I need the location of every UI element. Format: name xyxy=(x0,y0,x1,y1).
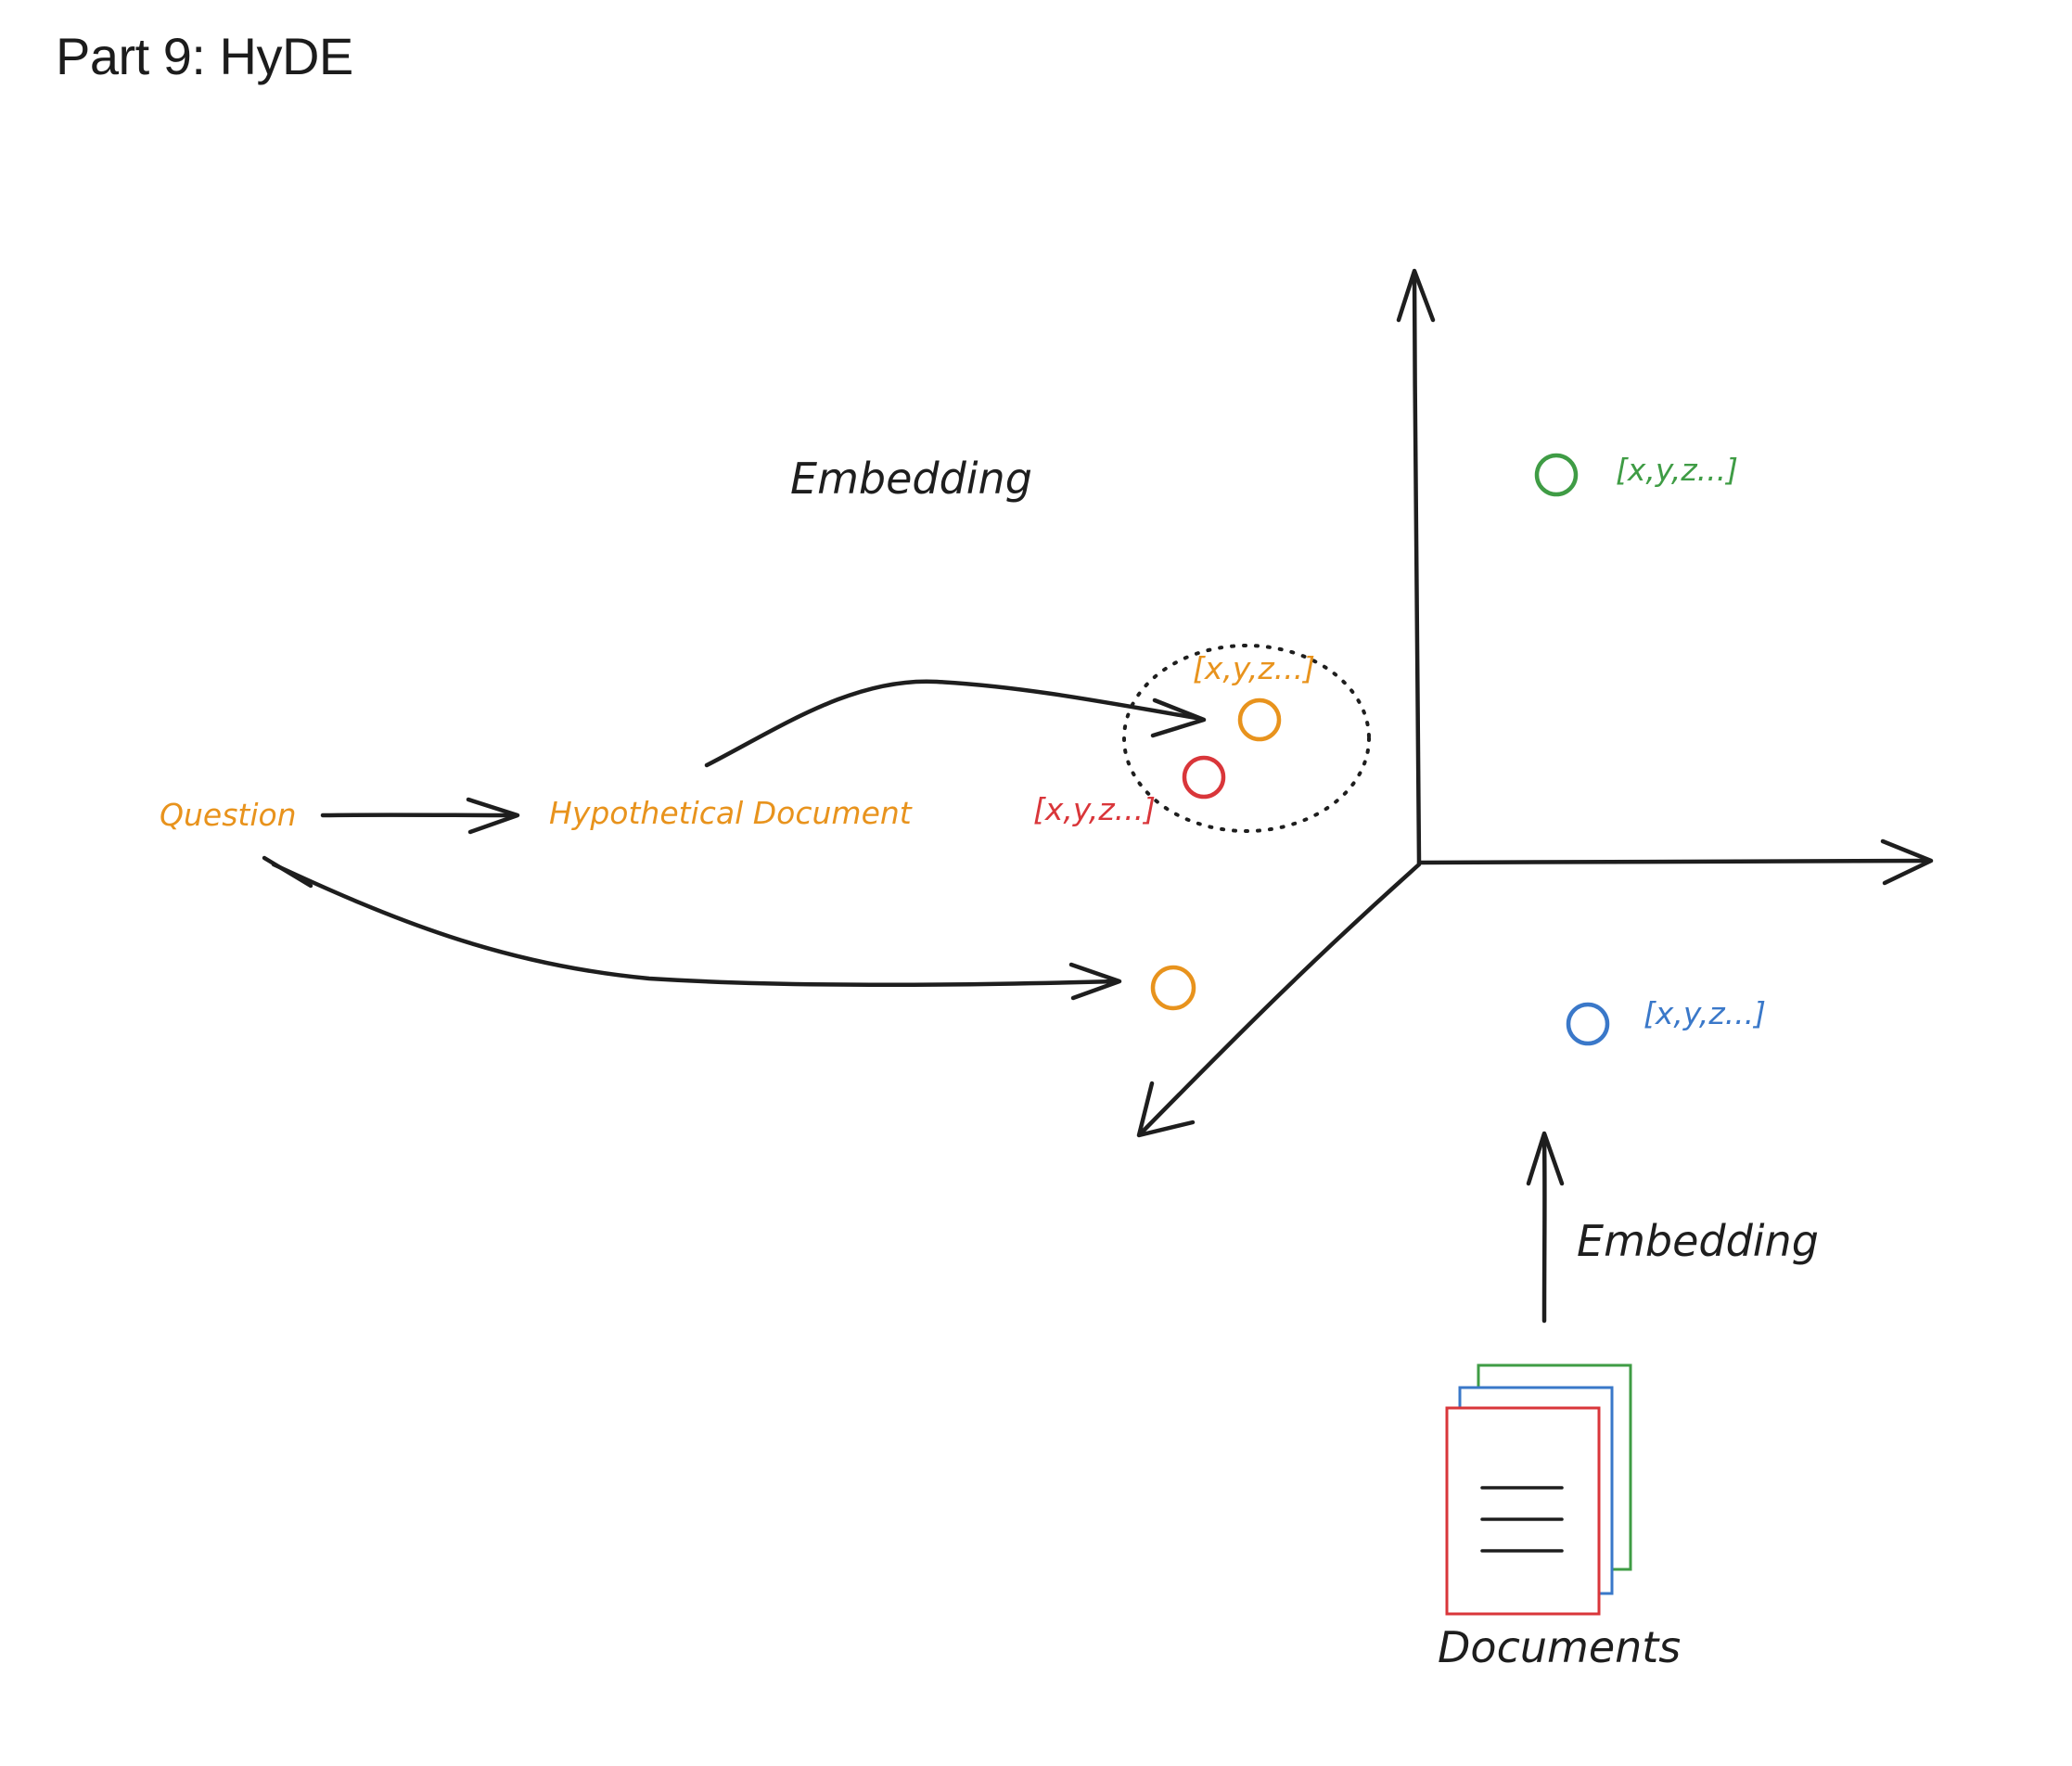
hypothetical-to-embedding-arrowhead xyxy=(1150,697,1207,738)
documents-label: Documents xyxy=(1438,1622,1681,1672)
z-axis-arrowhead xyxy=(1136,1081,1196,1138)
z-axis xyxy=(1138,862,1422,1136)
hypothetical-to-embedding-arrow xyxy=(704,679,1204,768)
hypothetical-document-label: Hypothetical Document xyxy=(549,795,913,831)
green-point xyxy=(1534,453,1579,497)
embedding-label-bottom: Embedding xyxy=(1577,1216,1819,1266)
documents-stack-icon xyxy=(1445,1363,1632,1616)
question-label: Question xyxy=(160,797,297,833)
question-direct-arrow xyxy=(271,862,1120,987)
x-axis-arrowhead xyxy=(1880,838,1934,886)
question-direct-arrow-tick xyxy=(262,855,313,889)
question-to-hypothetical-arrowhead xyxy=(466,797,520,835)
green-vector-label: [x,y,z...] xyxy=(1616,452,1738,488)
document-front xyxy=(1445,1406,1601,1616)
red-vector-label: [x,y,z...] xyxy=(1033,791,1156,827)
documents-embedding-arrowhead xyxy=(1526,1131,1565,1186)
orange-vector-label: [x,y,z...] xyxy=(1193,650,1315,686)
embedding-space-axes xyxy=(1136,268,1934,1138)
page-title: Part 9: HyDE xyxy=(56,27,353,85)
blue-point xyxy=(1566,1002,1610,1046)
x-axis xyxy=(1416,858,1932,865)
orange-point-direct xyxy=(1150,965,1196,1011)
question-direct-arrowhead xyxy=(1068,962,1122,1001)
red-point xyxy=(1182,755,1226,800)
y-axis xyxy=(1412,271,1422,865)
similarity-cluster-outline xyxy=(1122,644,1371,833)
y-axis-arrowhead xyxy=(1396,268,1436,323)
embedding-label-top: Embedding xyxy=(790,454,1032,504)
orange-point-cluster xyxy=(1237,697,1282,742)
blue-vector-label: [x,y,z...] xyxy=(1644,995,1766,1031)
